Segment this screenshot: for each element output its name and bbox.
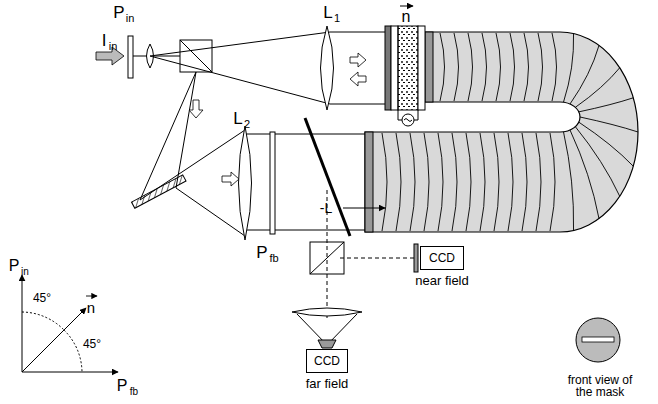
symbol-label: P [9,258,20,274]
mask-caption: front view of the mask [563,374,637,398]
symbol-label: P [256,244,267,261]
symbol-label: n [402,9,411,25]
symbol-label: -L [320,201,332,215]
symbol-label: 45° [33,292,51,304]
symbol-label: in [126,13,135,24]
symbol-label: L [323,4,332,21]
camera-caption: near field [415,273,468,288]
camera-label: CCD [424,248,460,268]
symbol-label: L [233,110,242,127]
symbol-label: fb [130,387,138,397]
symbol-label: 1 [334,13,340,24]
symbol-label: n [87,300,95,315]
symbol-label: fb [269,253,278,264]
symbol-label: 45° [83,338,101,350]
symbol-label: 2 [244,119,250,130]
camera-box: CCDnear field [420,246,464,270]
camera-box: CCDfar field [306,349,348,373]
symbol-label: in [109,41,118,52]
symbol-label: P [113,4,124,21]
symbol-label: in [21,267,29,277]
camera-label: CCD [309,351,345,371]
symbol-label: I [102,32,107,49]
camera-caption: far field [306,376,349,391]
symbol-label: P [117,378,128,394]
